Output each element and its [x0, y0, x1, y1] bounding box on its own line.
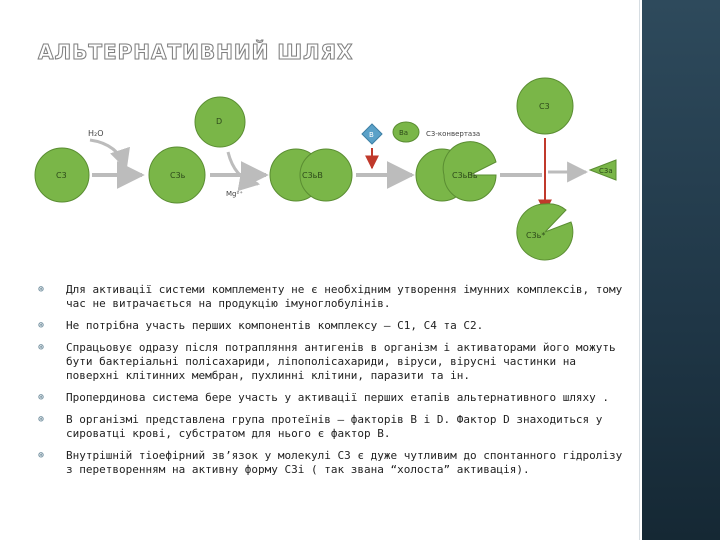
c3bb-complex: [269, 148, 353, 202]
ba-label: Ba: [399, 129, 408, 137]
bullet-icon: ⊛: [38, 450, 45, 461]
bullet-item: ⊛Не потрібна участь перших компонентів к…: [38, 319, 484, 332]
bullet-icon: ⊛: [38, 392, 45, 403]
side-decor-strip: [642, 0, 720, 540]
c3a-fragment: [588, 159, 617, 181]
bullet-item: ⊛Пропердинова система бере участь у акти…: [38, 391, 610, 404]
c3b-molecule: [148, 146, 206, 204]
h2o-label: H₂O: [88, 129, 104, 138]
bullet-icon: ⊛: [38, 414, 45, 425]
ba-fragment: [392, 121, 420, 143]
bullet-item: ⊛Спрацьовує одразу після потрапляння ант…: [38, 341, 616, 382]
c3-molecule: [34, 147, 90, 203]
arrow-h2o: [89, 138, 130, 170]
slide-title: АЛЬТЕРНАТИВНИЙ ШЛЯХ: [37, 40, 354, 65]
c3-top-label: C3: [539, 102, 550, 111]
bullet-list: ⊛Для активації системи комплементу не є …: [38, 283, 628, 485]
c3bbb-complex: [415, 141, 497, 202]
c3b-bottom-label: C3ь*: [526, 231, 545, 240]
convertase-label: C3-конвертаза: [426, 130, 480, 138]
factor-b-diamond: [361, 123, 383, 145]
bullet-icon: ⊛: [38, 284, 45, 295]
bullet-item: ⊛В організмі представлена група протеїні…: [38, 413, 603, 440]
c3b-bottom-molecule: [516, 203, 574, 261]
side-divider-line: [639, 0, 640, 540]
bullet-icon: ⊛: [38, 342, 45, 353]
arrow-d: [226, 151, 261, 192]
factor-d-molecule: [194, 96, 246, 148]
bullet-icon: ⊛: [38, 320, 45, 331]
alternative-pathway-diagram: C3 H₂O C3ь D Mg²⁺ C3ьB B Ba C3-конвертаз…: [34, 77, 617, 261]
c3-top-molecule: [516, 77, 574, 135]
c3bbb-label: C3ьBь: [452, 171, 478, 180]
factor-d-label: D: [216, 117, 222, 126]
bullet-item: ⊛Для активації системи комплементу не є …: [38, 283, 623, 310]
c3b-label: C3ь: [170, 171, 186, 180]
mg-label: Mg²⁺: [226, 190, 243, 198]
factor-b-label: B: [369, 131, 374, 139]
c3a-label: C3a: [599, 167, 613, 175]
bullet-item: ⊛Внутрішній тіоефірний зв’язок у молекул…: [38, 449, 623, 476]
c3-label: C3: [56, 171, 67, 180]
c3bb-label: C3ьB: [302, 171, 323, 180]
